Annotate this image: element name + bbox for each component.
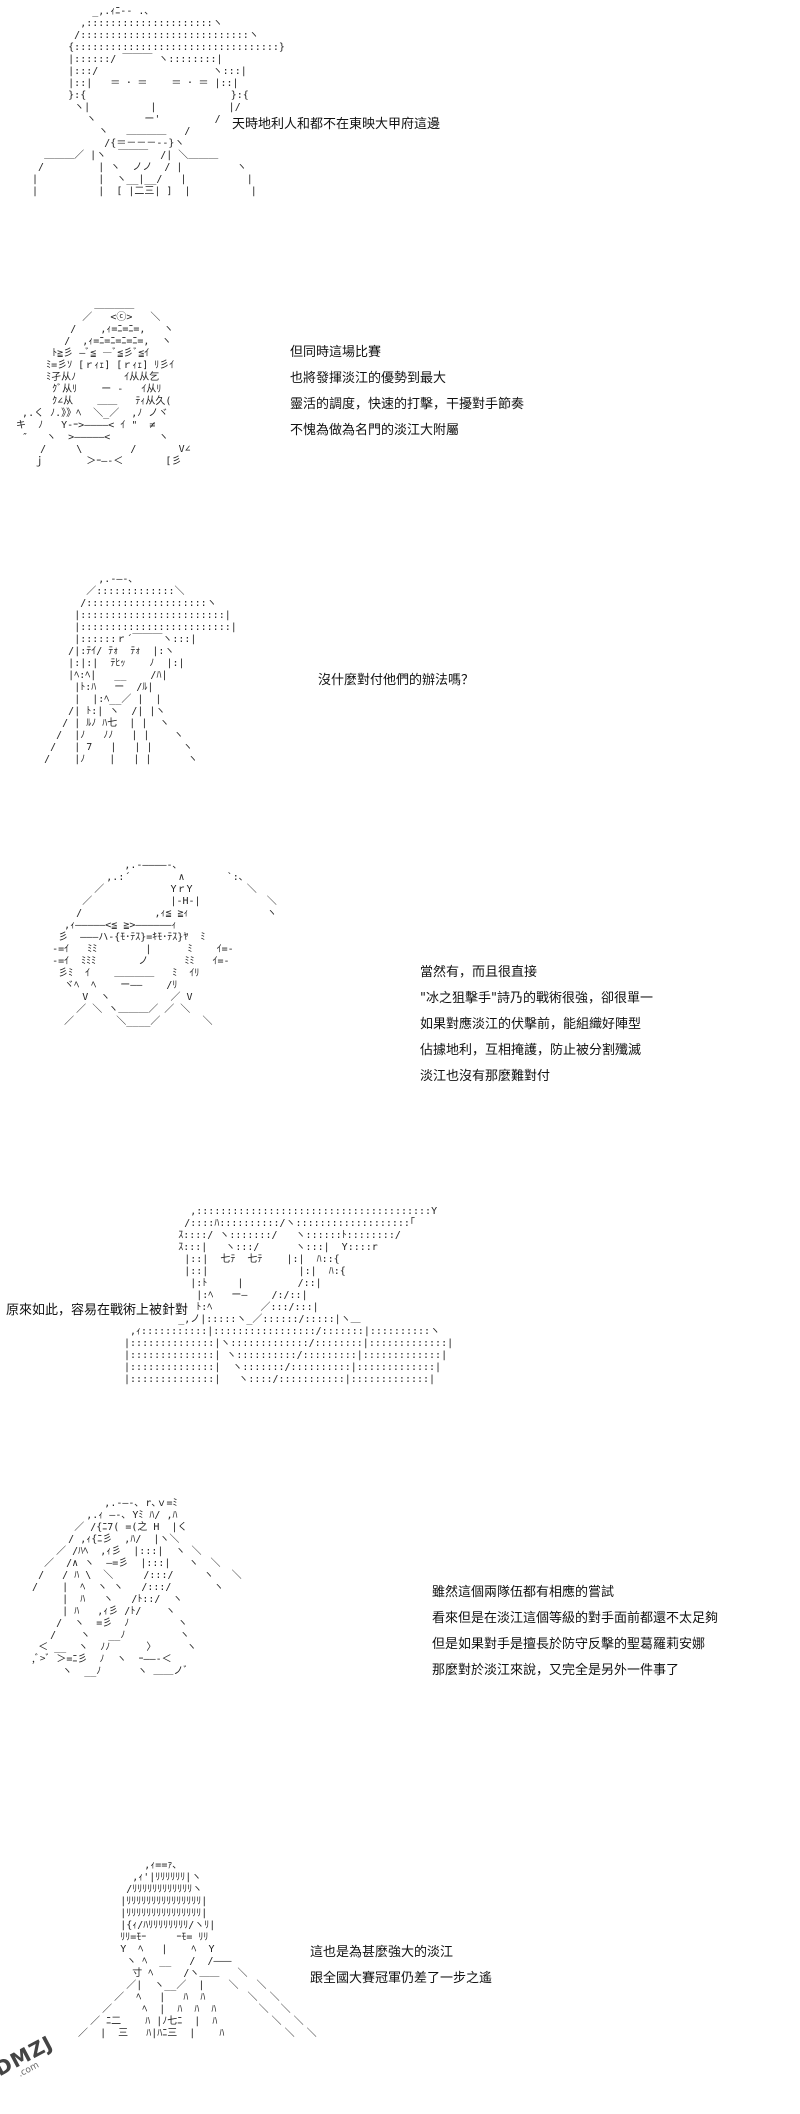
panel-4: ,.-――――-､ ,.:´ ∧ `:､ ／ YｒY ＼ ／ |-H-| ＼ /…	[0, 840, 800, 1160]
dialog-line: 看來但是在淡江這個等級的對手面前都還不太足夠	[432, 1611, 719, 1626]
dialog-line: 也將發揮淡江的優勢到最大	[290, 371, 447, 386]
dialog-7: 這也是為甚麼強大的淡江 跟全國大賽冠軍仍差了一步之遙	[310, 1940, 492, 1992]
dialog-line: 天時地利人和都不在東映大甲府這邊	[232, 117, 441, 132]
panel-7: ,ｨ==ｧ､ ,ｨ'|ﾘﾘﾘﾘﾘﾘ|ヽ /ﾘﾘﾘﾘﾘﾘﾘﾘﾘﾘﾘﾘヽ |ﾘﾘﾘﾘ…	[0, 1858, 800, 2114]
ascii-art-character-1: _,.ｨﾆ-‐ .､ ,:::::::::::::::::::::ヽ /::::…	[32, 6, 285, 197]
ascii-art-character-4: ,.-――――-､ ,.:´ ∧ `:､ ／ YｒY ＼ ／ |-H-| ＼ /…	[52, 860, 277, 1027]
panel-1: _,.ｨﾆ-‐ .､ ,:::::::::::::::::::::ヽ /::::…	[0, 0, 800, 300]
panel-3: ,.-―-､ ／:::::::::::::＼ /::::::::::::::::…	[0, 568, 800, 838]
dialog-line: 淡江也沒有那麼難對付	[420, 1069, 551, 1084]
dialog-line: 但同時這場比賽	[290, 345, 382, 360]
dialog-4: 當然有，而且很直接 "冰之狙擊手"詩乃的戰術很強，卻很單一 如果對應淡江的伏擊前…	[420, 960, 653, 1090]
dialog-6: 雖然這個兩隊伍都有相應的嘗試 看來但是在淡江這個等級的對手面前都還不太足夠 但是…	[432, 1580, 718, 1684]
dialog-5: 原來如此，容易在戰術上被針對	[6, 1298, 188, 1324]
ascii-art-character-2: ＿＿＿＿ ／ <ⓒ> ＼ / ,ｨ=ﾆ=ﾆ=, ヽ / ,ｨ=ﾆ=ﾆ=ﾆ=ﾆ=,…	[16, 300, 191, 467]
ascii-art-character-3: ,.-―-､ ／:::::::::::::＼ /::::::::::::::::…	[44, 574, 237, 765]
dialog-line: "冰之狙擊手"詩乃的戰術很強，卻很單一	[420, 991, 653, 1006]
dialog-line: 沒什麼對付他們的辦法嗎？	[318, 673, 475, 688]
dialog-line: 不愧為做為名門的淡江大附屬	[290, 423, 460, 438]
dialog-line: 跟全國大賽冠軍仍差了一步之遙	[310, 1971, 493, 1986]
dialog-1: 天時地利人和都不在東映大甲府這邊	[232, 112, 440, 138]
dialog-line: 那麼對於淡江來說，又完全是另外一件事了	[432, 1663, 680, 1678]
dialog-line: 當然有，而且很直接	[420, 965, 538, 980]
dialog-line: 雖然這個兩隊伍都有相應的嘗試	[432, 1585, 615, 1600]
ascii-art-character-7: ,ｨ==ｧ､ ,ｨ'|ﾘﾘﾘﾘﾘﾘ|ヽ /ﾘﾘﾘﾘﾘﾘﾘﾘﾘﾘﾘﾘヽ |ﾘﾘﾘﾘ…	[78, 1860, 317, 2039]
dialog-line: 原來如此，容易在戰術上被針對	[6, 1303, 189, 1318]
dialog-line: 靈活的調度，快速的打擊，干擾對手節奏	[290, 397, 525, 412]
dialog-line: 但是如果對手是擅長於防守反擊的聖葛羅莉安娜	[432, 1637, 706, 1652]
dialog-3: 沒什麼對付他們的辦法嗎？	[318, 668, 474, 694]
dialog-line: 如果對應淡江的伏擊前，能組織好陣型	[420, 1017, 642, 1032]
dialog-line: 這也是為甚麼強大的淡江	[310, 1945, 454, 1960]
ascii-art-character-5: ,:::::::::::::::::::::::::::::::::::::::…	[124, 1206, 454, 1385]
panel-6: ,.-―-､ r､ｖ=ﾐ ,.ｨ ―-､ Yﾐ ﾊ/ ,ﾊ ／ /{ﾆ7( =(…	[0, 1490, 800, 1835]
dialog-2: 但同時這場比賽 也將發揮淡江的優勢到最大 靈活的調度，快速的打擊，干擾對手節奏 …	[290, 340, 524, 444]
ascii-art-character-6: ,.-―-､ r､ｖ=ﾐ ,.ｨ ―-､ Yﾐ ﾊ/ ,ﾊ ／ /{ﾆ7( =(…	[32, 1498, 242, 1677]
dialog-line: 佔據地利，互相掩護，防止被分割殲滅	[420, 1043, 642, 1058]
panel-5: ,:::::::::::::::::::::::::::::::::::::::…	[0, 1198, 800, 1488]
panel-2: ＿＿＿＿ ／ <ⓒ> ＼ / ,ｨ=ﾆ=ﾆ=, ヽ / ,ｨ=ﾆ=ﾆ=ﾆ=ﾆ=,…	[0, 300, 800, 585]
